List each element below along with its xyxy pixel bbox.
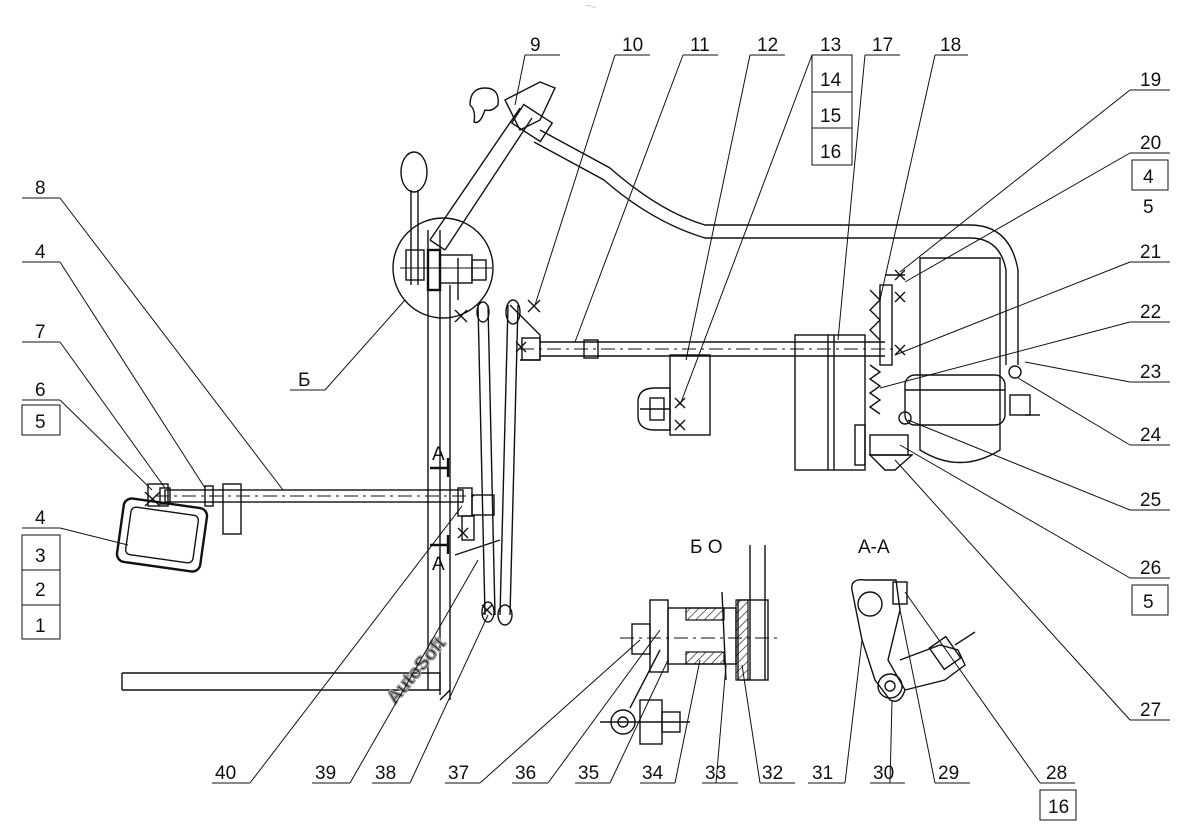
section-aa-view: А-А: [851, 537, 976, 702]
callout-label-37: 37: [448, 763, 469, 784]
callout-label-15: 15: [820, 106, 841, 127]
callout-label-26: 26: [1140, 558, 1161, 579]
detail-b-view: Б О: [600, 537, 780, 745]
callout-label-5-left: 5: [35, 412, 46, 433]
main-assembly: А А: [115, 81, 1040, 701]
callout-label-12: 12: [757, 35, 778, 56]
callout-label-29: 29: [938, 763, 959, 784]
callout-label-14: 14: [820, 70, 842, 91]
callout-label-33: 33: [705, 763, 726, 784]
detail-b-label: Б: [298, 370, 310, 391]
callout-label-7: 7: [35, 322, 46, 343]
callout-label-10: 10: [622, 35, 643, 56]
callout-label-4-left-top: 4: [35, 242, 46, 263]
callout-label-5-right-top: 5: [1143, 197, 1154, 218]
callout-label-16-top: 16: [820, 142, 841, 163]
callout-label-24: 24: [1140, 425, 1162, 446]
section-a-top: А: [432, 444, 445, 465]
callout-label-23: 23: [1140, 362, 1161, 383]
callout-labels: 9 10 11 12 13 14 15 16 17 18 19 20 4 5 2…: [35, 35, 1162, 818]
callout-label-13: 13: [820, 35, 841, 56]
callout-label-16-bottom: 16: [1048, 797, 1069, 818]
callout-label-36: 36: [515, 763, 536, 784]
callout-label-34: 34: [642, 763, 664, 784]
callout-label-17: 17: [872, 35, 893, 56]
callout-label-1: 1: [35, 616, 46, 637]
callout-label-4-left: 4: [35, 508, 46, 529]
callout-label-5-right: 5: [1143, 592, 1154, 613]
callout-label-19: 19: [1140, 70, 1161, 91]
callout-label-28: 28: [1046, 763, 1067, 784]
section-aa-title: А-А: [858, 537, 890, 558]
callout-label-31: 31: [812, 763, 833, 784]
callout-label-4-right: 4: [1143, 167, 1154, 188]
callout-label-25: 25: [1140, 490, 1161, 511]
callout-label-38: 38: [375, 763, 396, 784]
top-mark: ~-: [585, 0, 596, 13]
callout-label-39: 39: [315, 763, 336, 784]
callout-label-11: 11: [690, 35, 710, 56]
callout-label-20: 20: [1140, 133, 1161, 154]
cotter-pin-marks: [454, 269, 906, 616]
callout-label-3: 3: [35, 546, 46, 567]
leader-lines: [21, 54, 1170, 821]
callout-label-21: 21: [1140, 242, 1161, 263]
callout-label-6: 6: [35, 380, 46, 401]
callout-label-30: 30: [873, 763, 894, 784]
callout-label-22: 22: [1140, 302, 1161, 323]
callout-label-18: 18: [940, 35, 961, 56]
callout-label-40: 40: [215, 763, 236, 784]
detail-b-view-title: Б О: [690, 537, 723, 558]
callout-label-32: 32: [762, 763, 783, 784]
callout-label-27: 27: [1140, 700, 1161, 721]
section-a-bottom: А: [432, 554, 445, 575]
callout-label-35: 35: [578, 763, 599, 784]
callout-label-8: 8: [35, 178, 46, 199]
callout-label-2: 2: [35, 580, 46, 601]
callout-label-9: 9: [530, 35, 541, 56]
